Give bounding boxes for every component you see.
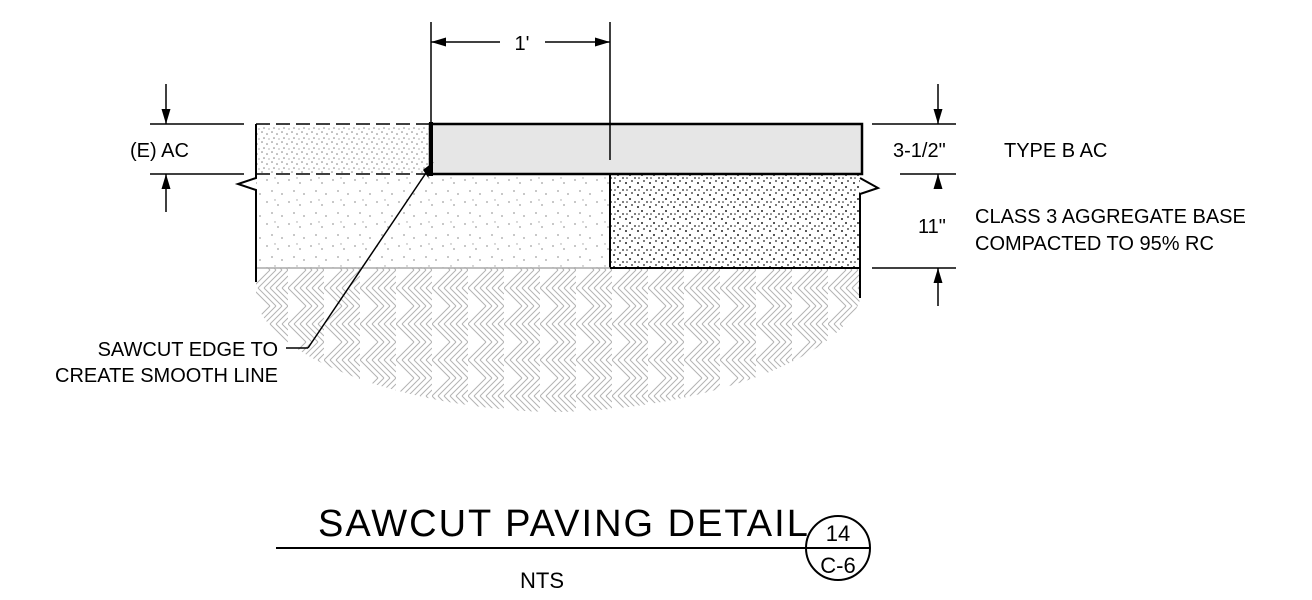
right-break-line xyxy=(859,177,881,298)
ac-thickness-dimension xyxy=(872,84,956,189)
existing-ac-layer xyxy=(256,124,430,174)
width-dimension xyxy=(430,22,611,160)
sawcut-callout-line2: CREATE SMOOTH LINE xyxy=(55,365,278,387)
base-thickness-label: 11" xyxy=(918,216,946,238)
base-description-line1: CLASS 3 AGGREGATE BASE xyxy=(975,206,1246,228)
new-ac-layer xyxy=(428,122,864,176)
scale-label: NTS xyxy=(520,568,564,593)
existing-base xyxy=(256,174,610,268)
sawcut-callout-line1: SAWCUT EDGE TO xyxy=(98,339,278,361)
base-thickness-dimension xyxy=(872,267,956,306)
detail-title: SAWCUT PAVING DETAIL xyxy=(318,503,810,545)
existing-ac-dimension xyxy=(150,84,244,212)
sawcut-leader xyxy=(286,161,434,349)
width-dimension-label: 1' xyxy=(515,33,530,55)
base-description-line2: COMPACTED TO 95% RC xyxy=(975,233,1214,255)
detail-number: 14 xyxy=(826,521,850,546)
sheet-reference: C-6 xyxy=(820,553,855,578)
detail-bubble xyxy=(805,515,871,581)
ac-thickness-label: 3-1/2" xyxy=(893,140,946,162)
new-aggregate-base xyxy=(610,174,860,268)
ac-type-label: TYPE B AC xyxy=(1004,140,1107,162)
existing-ac-label: (E) AC xyxy=(130,140,189,162)
left-break-line xyxy=(234,124,257,282)
